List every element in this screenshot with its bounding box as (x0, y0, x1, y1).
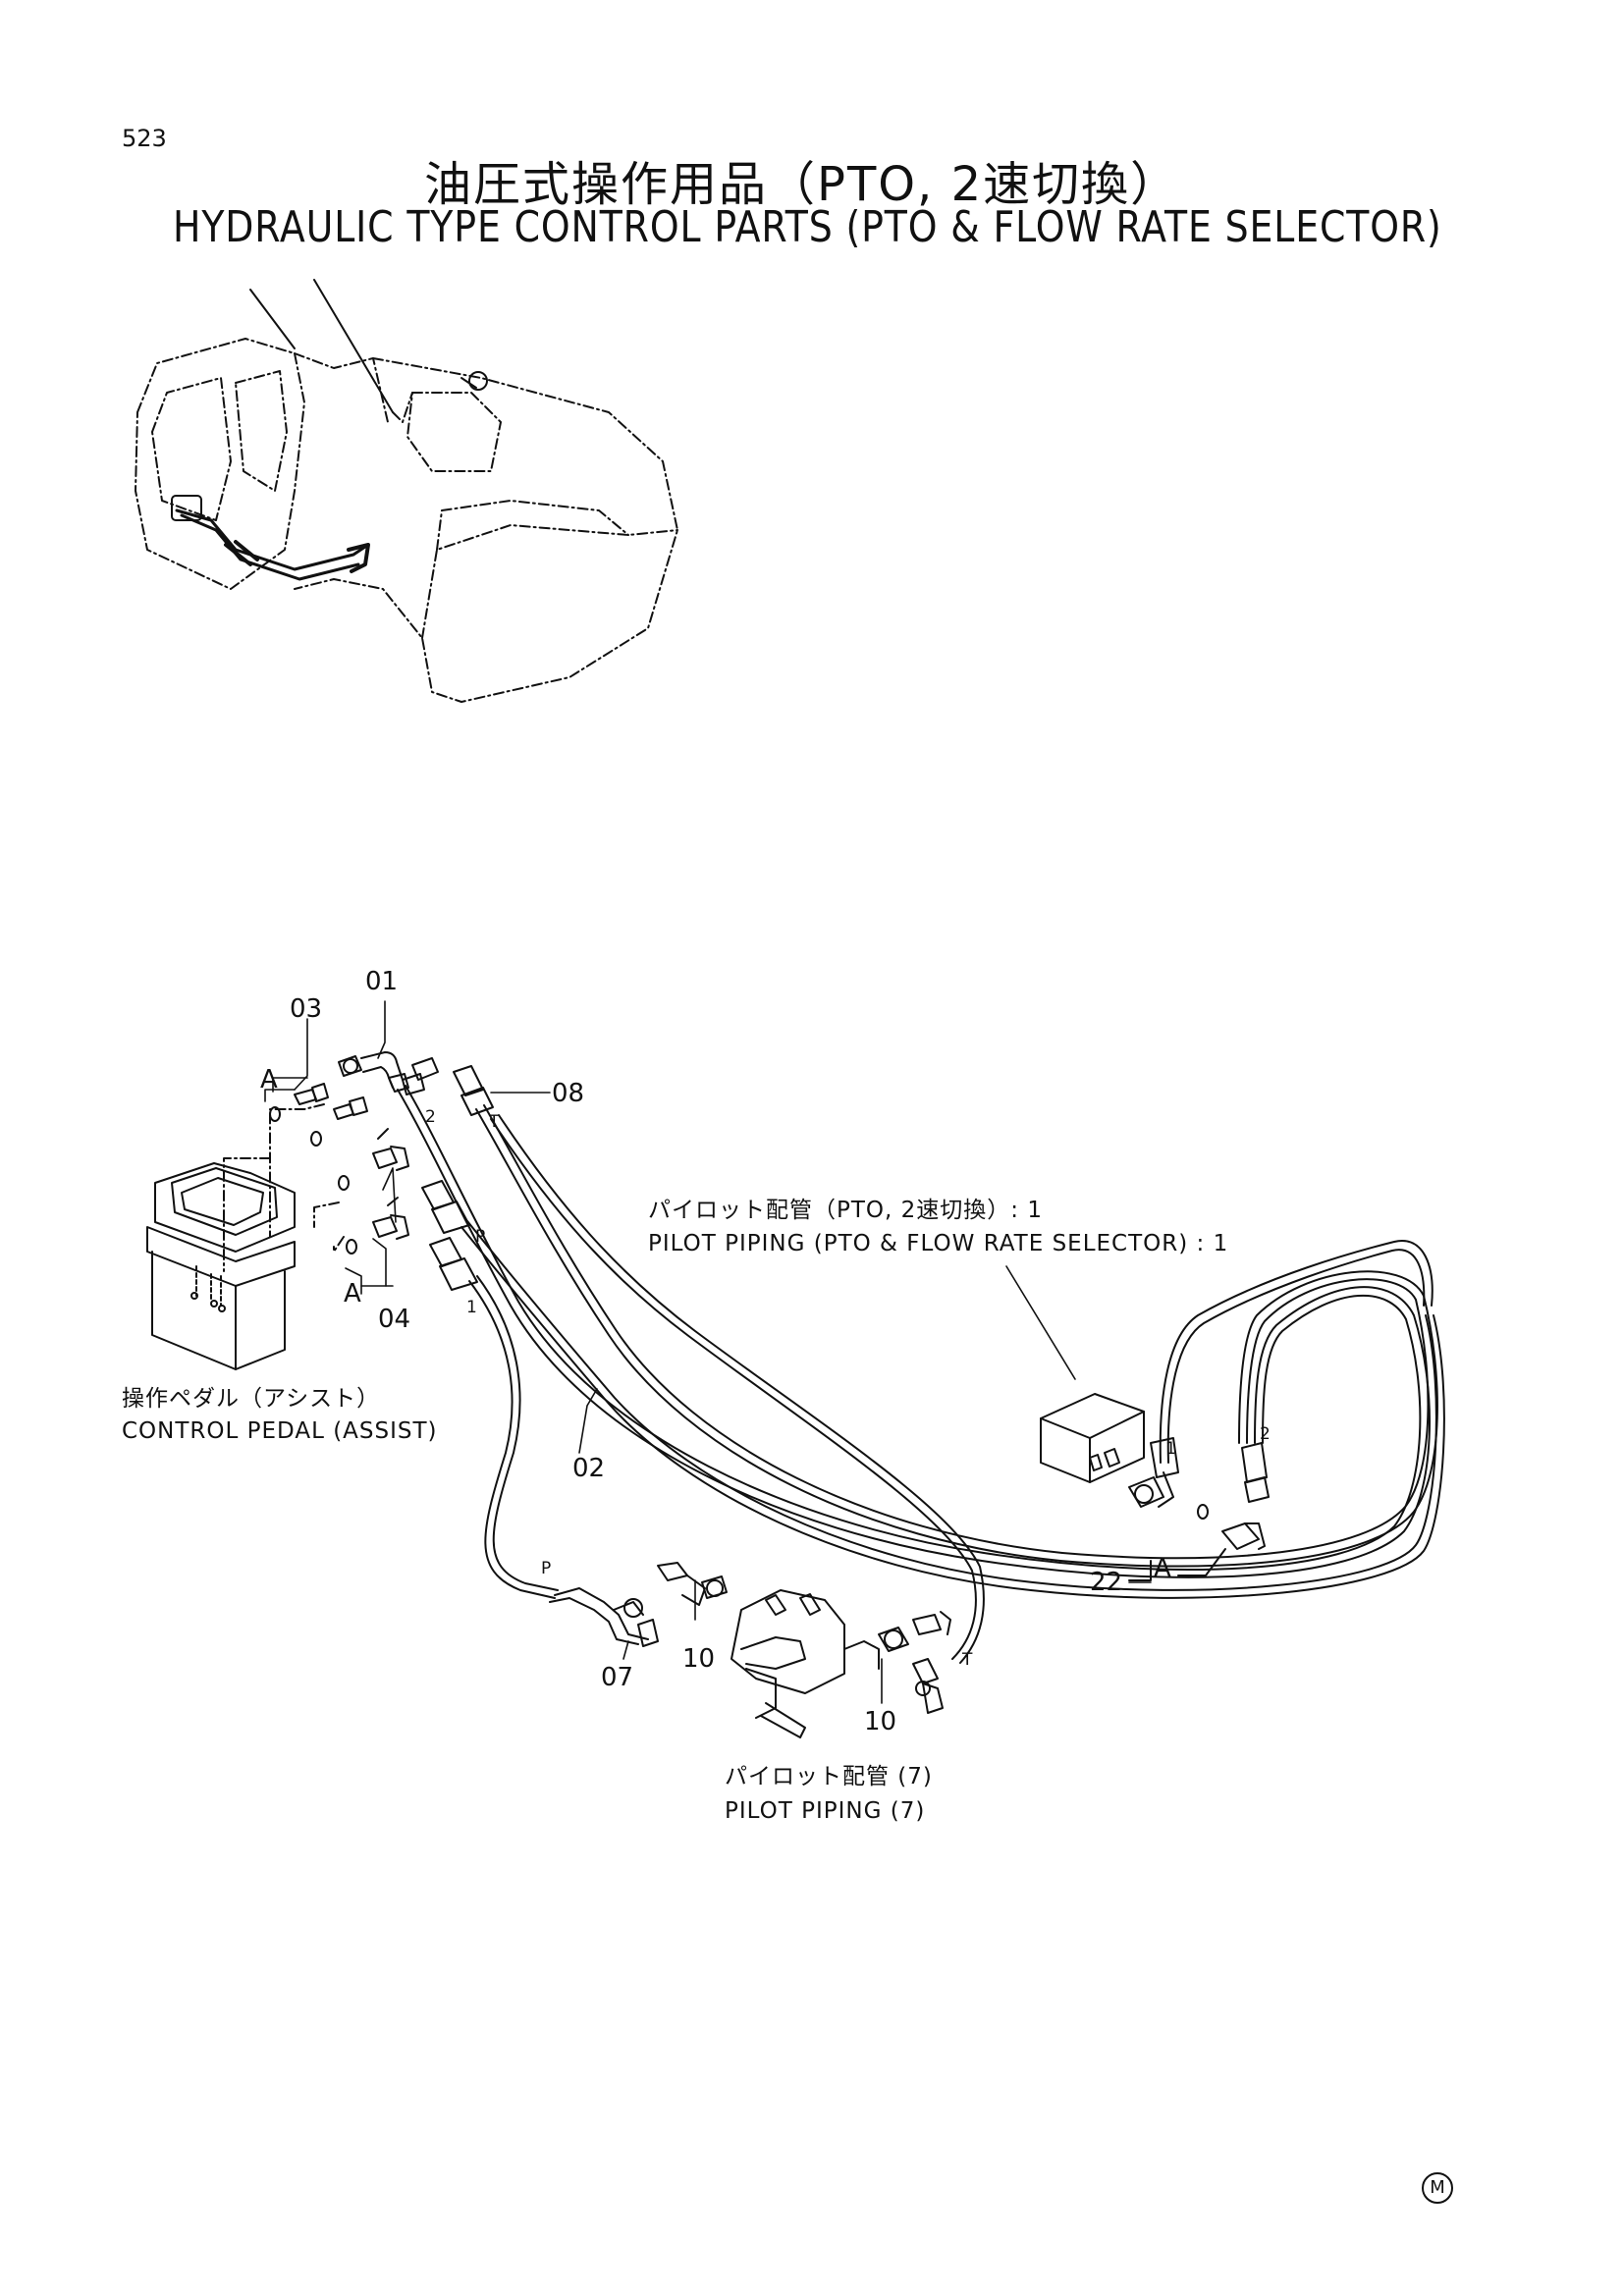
callout-labels: 01 03 08 04 02 07 10 10 22 A A A 2 T P 1… (122, 967, 1271, 1824)
control-pedal-jp: 操作ペダル（アシスト） (122, 1386, 380, 1412)
pilot-piping-7-en: PILOT PIPING (7) (725, 1798, 925, 1824)
callout-02: 02 (572, 1454, 605, 1483)
pilot-piping-pto-jp: パイロット配管（PTO, 2速切換）: 1 (648, 1198, 1043, 1223)
callout-22: 22 (1090, 1568, 1122, 1597)
port-mark: P (475, 1227, 485, 1247)
title-japanese: 油圧式操作用品（PTO, 2速切換） (424, 157, 1180, 212)
port-mark: 2 (1260, 1424, 1271, 1444)
port-mark: 1 (1165, 1439, 1176, 1459)
callout-10-right: 10 (864, 1707, 896, 1736)
pilot-piping-7-valve (549, 1562, 951, 1738)
view-letter-a: A (1154, 1554, 1171, 1583)
pilot-piping-pto-en: PILOT PIPING (PTO & FLOW RATE SELECTOR) … (648, 1231, 1228, 1256)
manufacturer-mark: M (1422, 2172, 1453, 2204)
pilot-piping-7-jp: パイロット配管 (7) (725, 1764, 933, 1789)
port-mark: T (488, 1112, 500, 1132)
pedal-fittings (269, 1051, 494, 1291)
port-mark: P (541, 1559, 551, 1578)
title-english: HYDRAULIC TYPE CONTROL PARTS (PTO & FLOW… (173, 202, 1442, 252)
view-letter-a: A (260, 1065, 278, 1095)
control-pedal-assist (146, 1103, 345, 1370)
port-mark: 2 (425, 1107, 436, 1127)
page-number: 523 (122, 125, 167, 152)
machine-overview-illustration (135, 279, 678, 703)
callout-10-left: 10 (682, 1644, 715, 1674)
port-mark: T (961, 1650, 973, 1670)
callout-07: 07 (601, 1663, 633, 1692)
view-letter-a: A (344, 1279, 361, 1308)
control-pedal-en: CONTROL PEDAL (ASSIST) (122, 1418, 438, 1444)
leader-lines (272, 1000, 1152, 1704)
pto-selector-valve (1040, 1393, 1270, 1581)
callout-01: 01 (365, 967, 398, 996)
callout-03: 03 (290, 994, 322, 1024)
callout-08: 08 (552, 1079, 584, 1108)
port-mark: 1 (466, 1298, 477, 1317)
pilot-hose-bundle (397, 1085, 1445, 1664)
callout-04: 04 (378, 1305, 410, 1334)
a-bracket-lines (264, 1089, 362, 1295)
